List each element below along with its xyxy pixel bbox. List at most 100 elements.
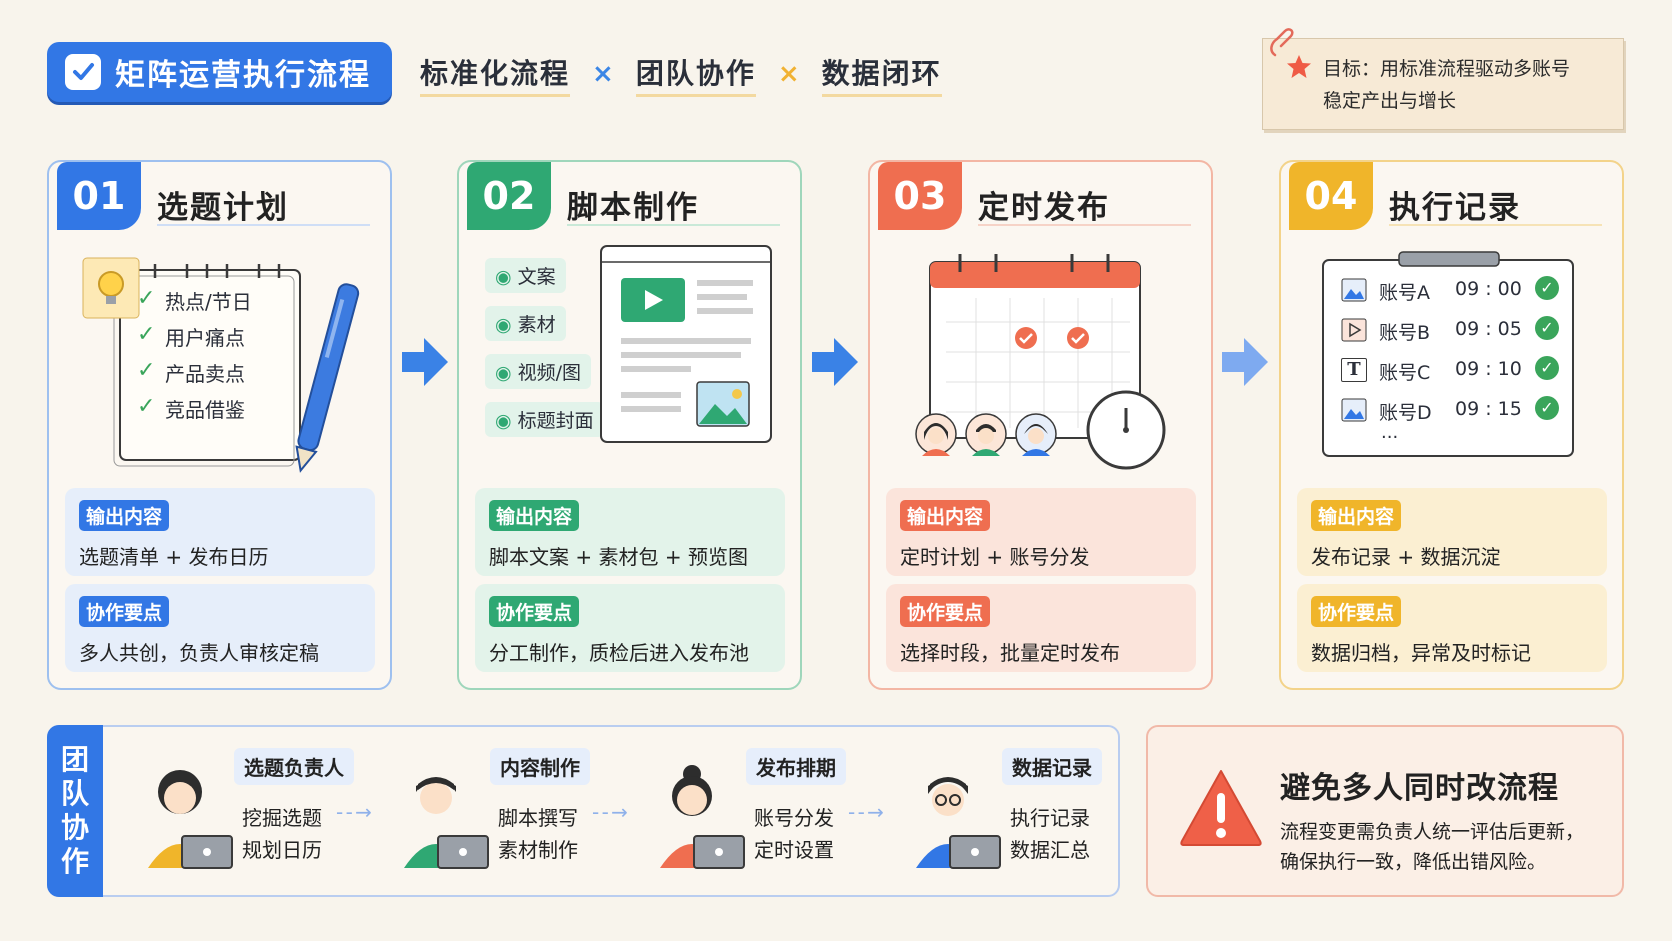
team-tab-char: 作 <box>60 845 89 878</box>
team-member: 选题负责人 挖掘选题 规划日历 <box>124 740 364 880</box>
collab-box: 协作要点 分工制作，质检后进入发布池 <box>475 584 785 672</box>
person-avatar-icon <box>965 413 1007 456</box>
collab-text: 数据归档，异常及时标记 <box>1311 641 1531 665</box>
member-task: 脚本撰写 <box>498 806 578 830</box>
output-box: 输出内容 发布记录 + 数据沉淀 <box>1297 488 1607 576</box>
record-time: 09 : 15 <box>1455 398 1522 420</box>
title-pill: 矩阵运营执行流程 <box>47 42 392 102</box>
topic-item: 热点/节日 <box>165 290 252 314</box>
output-box: 输出内容 脚本文案 + 素材包 + 预览图 <box>475 488 785 576</box>
step-number: 04 <box>1289 162 1373 230</box>
warning-box: 避免多人同时改流程 流程变更需负责人统一评估后更新， 确保执行一致，降低出错风险… <box>1146 725 1624 897</box>
topic-item: 用户痛点 <box>165 326 245 350</box>
script-item-copy: ◉ 文案 <box>485 258 566 293</box>
team-tab-char: 协 <box>60 811 89 844</box>
output-label: 输出内容 <box>1311 500 1402 531</box>
script-item-label: 素材 <box>517 314 556 336</box>
dot-icon: ◉ <box>495 410 518 432</box>
step-title: 执行记录 <box>1389 190 1521 226</box>
collab-label: 协作要点 <box>1311 596 1402 627</box>
calendar-illustration <box>886 242 1196 542</box>
team-tab: 团 队 协 作 <box>47 725 103 897</box>
image-icon <box>1341 398 1367 422</box>
step-card-04: 04 执行记录 账号A 09 : 00 ✓ 账号B 09 : 05 ✓ T 账号… <box>1279 160 1624 690</box>
record-time: 09 : 10 <box>1455 358 1522 380</box>
warning-line-1: 流程变更需负责人统一评估后更新， <box>1280 821 1585 843</box>
person-laptop-icon <box>660 765 745 869</box>
member-role: 数据记录 <box>1002 748 1102 785</box>
check-circle-icon: ✓ <box>1535 316 1559 340</box>
checkbox-icon <box>65 54 101 90</box>
warning-desc: 流程变更需负责人统一评估后更新， 确保执行一致，降低出错风险。 <box>1280 817 1584 877</box>
collab-box: 协作要点 选择时段，批量定时发布 <box>886 584 1196 672</box>
collab-text: 多人共创，负责人审核定稿 <box>79 641 319 665</box>
collab-label: 协作要点 <box>79 596 170 627</box>
checkmark-icon: ✓ <box>137 286 156 311</box>
image-icon <box>1341 278 1367 302</box>
person-laptop-icon <box>148 770 233 869</box>
checkmark-icon: ✓ <box>137 322 156 347</box>
divider <box>1389 224 1602 226</box>
check-circle-icon: ✓ <box>1535 356 1559 380</box>
step-card-01: 01 选题计划 ✓ 热点/节日 ✓ 用户痛点 ✓ 产品卖点 ✓ 竞品借鉴 输出 <box>47 160 392 690</box>
person-avatar-icon <box>1015 413 1057 456</box>
output-text: 脚本文案 + 素材包 + 预览图 <box>489 545 748 569</box>
step-number: 03 <box>878 162 962 230</box>
star-icon <box>1285 53 1313 91</box>
warning-icon <box>1180 770 1262 846</box>
times-icon: × <box>592 59 614 89</box>
divider <box>567 224 780 226</box>
tagline-team: 团队协作 <box>635 52 756 97</box>
output-text: 定时计划 + 账号分发 <box>900 545 1090 569</box>
team-tab-char: 队 <box>60 777 89 810</box>
step-card-03: 03 定时发布 输出内容 定时计划 + 账号分发 协作要点 选择时段，批量定时发… <box>868 160 1213 690</box>
step-title: 脚本制作 <box>567 190 699 226</box>
record-time: 09 : 05 <box>1455 318 1522 340</box>
warning-line-2: 确保执行一致，降低出错风险。 <box>1280 851 1547 873</box>
collab-label: 协作要点 <box>489 596 580 627</box>
team-tab-char: 团 <box>60 743 89 776</box>
script-illustration: ◉ 文案 ◉ 素材 ◉ 视频/图 ◉ 标题封面 <box>475 242 785 542</box>
check-circle-icon: ✓ <box>1535 276 1559 300</box>
collab-text: 分工制作，质检后进入发布池 <box>489 641 749 665</box>
arrow-right-icon <box>1220 335 1270 389</box>
browser-window-icon <box>600 245 772 443</box>
script-item-cover: ◉ 标题封面 <box>485 402 604 437</box>
member-task: 数据汇总 <box>1010 838 1090 862</box>
person-laptop-icon <box>404 777 489 869</box>
person-laptop-icon <box>916 777 1001 869</box>
video-icon <box>1341 318 1367 342</box>
output-text: 选题清单 + 发布日历 <box>79 545 269 569</box>
step-number: 01 <box>57 162 141 230</box>
output-label: 输出内容 <box>79 500 170 531</box>
output-label: 输出内容 <box>900 500 991 531</box>
topic-item: 产品卖点 <box>165 362 245 386</box>
tagline-data: 数据闭环 <box>821 52 942 97</box>
record-account: 账号A <box>1379 282 1430 304</box>
team-member: 数据记录 执行记录 数据汇总 <box>892 740 1132 880</box>
member-role: 内容制作 <box>490 748 590 785</box>
tagline-standard: 标准化流程 <box>420 52 571 97</box>
dot-icon: ◉ <box>495 314 518 336</box>
paperclip-icon <box>1267 25 1297 69</box>
arrow-right-icon <box>810 335 860 389</box>
text-icon: T <box>1341 358 1367 382</box>
step-card-02: 02 脚本制作 ◉ 文案 ◉ 素材 ◉ 视频/图 ◉ 标题封面 输出内容 脚本文… <box>457 160 802 690</box>
records-more: ... <box>1381 422 1399 443</box>
record-account: 账号D <box>1379 402 1432 424</box>
script-item-video: ◉ 视频/图 <box>485 354 592 389</box>
member-task: 素材制作 <box>498 838 578 862</box>
team-member: 内容制作 脚本撰写 素材制作 <box>380 740 620 880</box>
output-box: 输出内容 选题清单 + 发布日历 <box>65 488 375 576</box>
times-icon: × <box>777 59 800 89</box>
collab-label: 协作要点 <box>900 596 991 627</box>
output-text: 发布记录 + 数据沉淀 <box>1311 545 1501 569</box>
script-item-material: ◉ 素材 <box>485 306 566 341</box>
topic-item: 竞品借鉴 <box>165 398 245 422</box>
checkmark-icon: ✓ <box>137 394 156 419</box>
step-title: 选题计划 <box>157 190 289 226</box>
warning-title: 避免多人同时改流程 <box>1280 771 1559 806</box>
person-avatar-icon <box>915 413 957 456</box>
script-item-label: 文案 <box>517 266 556 288</box>
output-box: 输出内容 定时计划 + 账号分发 <box>886 488 1196 576</box>
